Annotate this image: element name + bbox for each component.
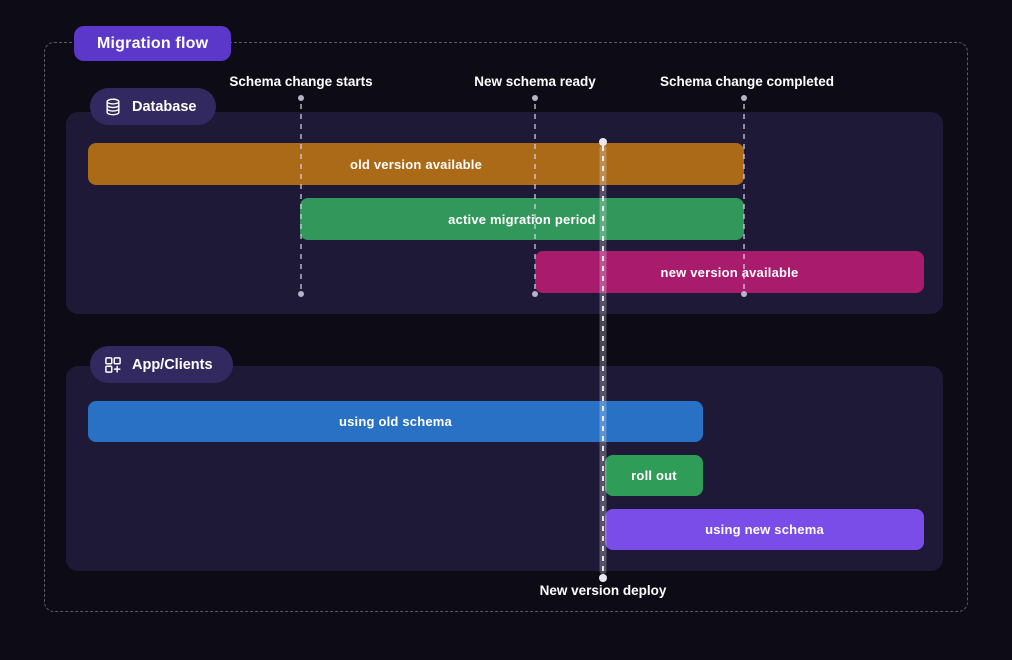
milestone-bottom-dot-schema-change-completed <box>741 291 747 297</box>
diagram-title: Migration flow <box>97 34 209 52</box>
app-clients-lane-badge: App/Clients <box>90 346 233 383</box>
deploy-label: New version deploy <box>539 583 667 598</box>
milestone-bottom-dot-schema-change-starts <box>298 291 304 297</box>
bar-new-version-available: new version available <box>535 251 924 293</box>
database-icon <box>103 97 123 117</box>
milestone-top-dot-schema-change-starts <box>298 95 304 101</box>
deploy-top-dot <box>599 138 607 146</box>
milestone-line-new-schema-ready <box>534 104 536 290</box>
milestone-label-new-schema-ready: New schema ready <box>474 74 596 89</box>
milestone-top-dot-new-schema-ready <box>532 95 538 101</box>
deploy-line-dash <box>602 146 604 574</box>
apps-icon <box>103 355 123 375</box>
deploy-bottom-dot <box>599 574 607 582</box>
bar-roll-out: roll out <box>605 455 703 496</box>
bar-old-version-available: old version available <box>88 143 744 185</box>
bar-active-migration-period: active migration period <box>300 198 744 240</box>
milestone-top-dot-schema-change-completed <box>741 95 747 101</box>
milestone-label-schema-change-completed: Schema change completed <box>659 74 835 89</box>
milestone-line-schema-change-completed <box>743 104 745 290</box>
milestone-line-schema-change-starts <box>300 104 302 290</box>
bar-using-new-schema: using new schema <box>605 509 924 550</box>
database-lane-badge: Database <box>90 88 217 125</box>
bar-using-old-schema: using old schema <box>88 401 703 442</box>
app-clients-lane-label: App/Clients <box>132 356 213 373</box>
database-lane-label: Database <box>132 98 197 115</box>
milestone-label-schema-change-starts: Schema change starts <box>229 74 373 89</box>
milestone-bottom-dot-new-schema-ready <box>532 291 538 297</box>
title-badge: Migration flow <box>74 26 232 61</box>
dashed-frame <box>44 42 968 612</box>
